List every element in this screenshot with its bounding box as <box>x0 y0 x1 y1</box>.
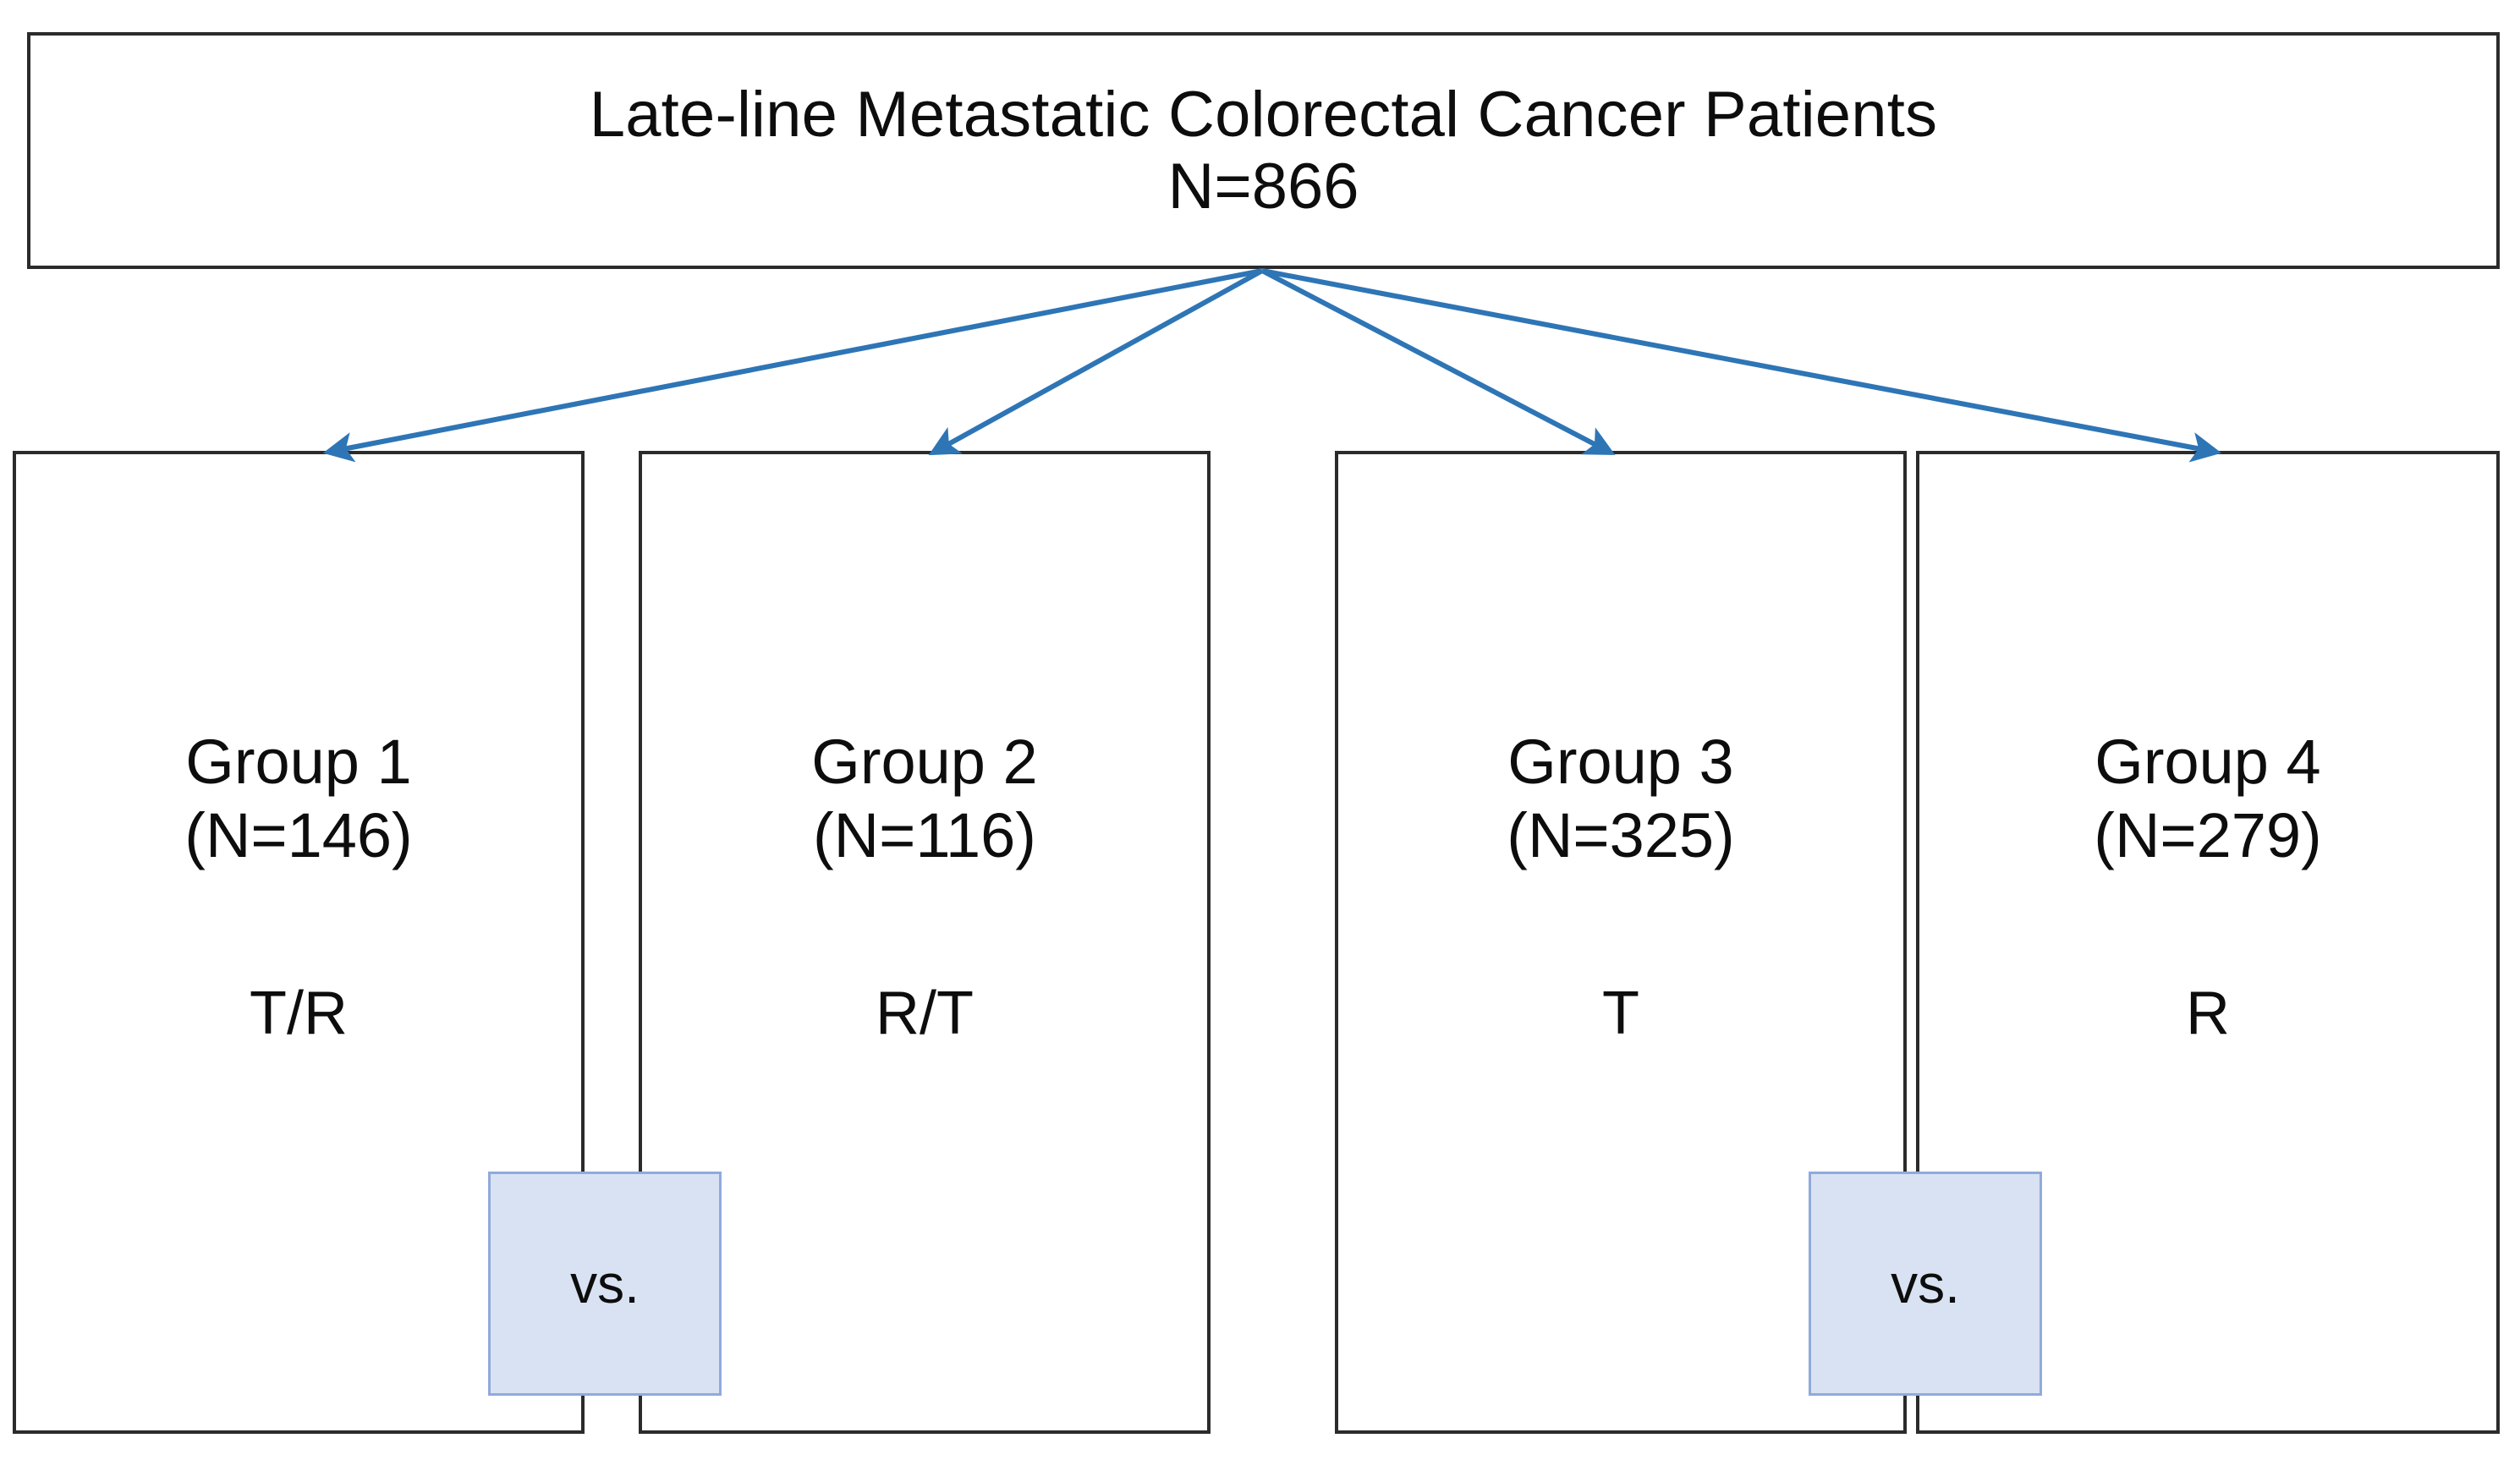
group-3-name: Group 3 <box>1507 727 1734 797</box>
arrow-root-to-group-2 <box>928 268 1264 456</box>
group-box-2: Group 2 (N=116) R/T <box>639 451 1211 1434</box>
group-3-treatment: T <box>1602 980 1639 1047</box>
group-4-name: Group 4 <box>2095 727 2321 797</box>
root-node-title: Late-line Metastatic Colorectal Cancer P… <box>589 78 1938 151</box>
group-1-heading: Group 1 (N=146) <box>16 725 581 873</box>
comparison-chip-group3-vs-group4: vs. <box>1809 1172 2042 1396</box>
group-2-name: Group 2 <box>811 727 1038 797</box>
group-1-count: (N=146) <box>184 800 413 871</box>
group-1-name: Group 1 <box>185 727 412 797</box>
arrow-root-to-group-4 <box>1261 268 2222 463</box>
group-2-treatment: R/T <box>876 980 974 1047</box>
group-4-treatment: R <box>2186 980 2230 1047</box>
group-1-treatment: T/R <box>250 980 348 1047</box>
comparison-chip-group1-vs-group2: vs. <box>488 1172 722 1396</box>
group-2-heading: Group 2 (N=116) <box>642 725 1207 873</box>
comparison-chip-label-1: vs. <box>570 1253 640 1315</box>
group-box-4: Group 4 (N=279) R <box>1916 451 2500 1434</box>
group-4-heading: Group 4 (N=279) <box>1919 725 2496 873</box>
group-box-1: Group 1 (N=146) T/R <box>13 451 585 1434</box>
group-2-count: (N=116) <box>813 800 1036 871</box>
root-node-box: Late-line Metastatic Colorectal Cancer P… <box>27 32 2500 269</box>
arrow-root-to-group-1 <box>322 268 1263 463</box>
group-3-content: Group 3 (N=325) T <box>1338 454 1903 1430</box>
group-4-count: (N=279) <box>2094 800 2322 871</box>
root-node-count: N=866 <box>1167 151 1359 222</box>
group-3-heading: Group 3 (N=325) <box>1338 725 1903 873</box>
group-3-count: (N=325) <box>1507 800 1735 871</box>
group-1-content: Group 1 (N=146) T/R <box>16 454 581 1430</box>
group-2-content: Group 2 (N=116) R/T <box>642 454 1207 1430</box>
comparison-chip-label-2: vs. <box>1891 1253 1960 1315</box>
arrow-root-to-group-3 <box>1260 268 1616 455</box>
group-4-content: Group 4 (N=279) R <box>1919 454 2496 1430</box>
